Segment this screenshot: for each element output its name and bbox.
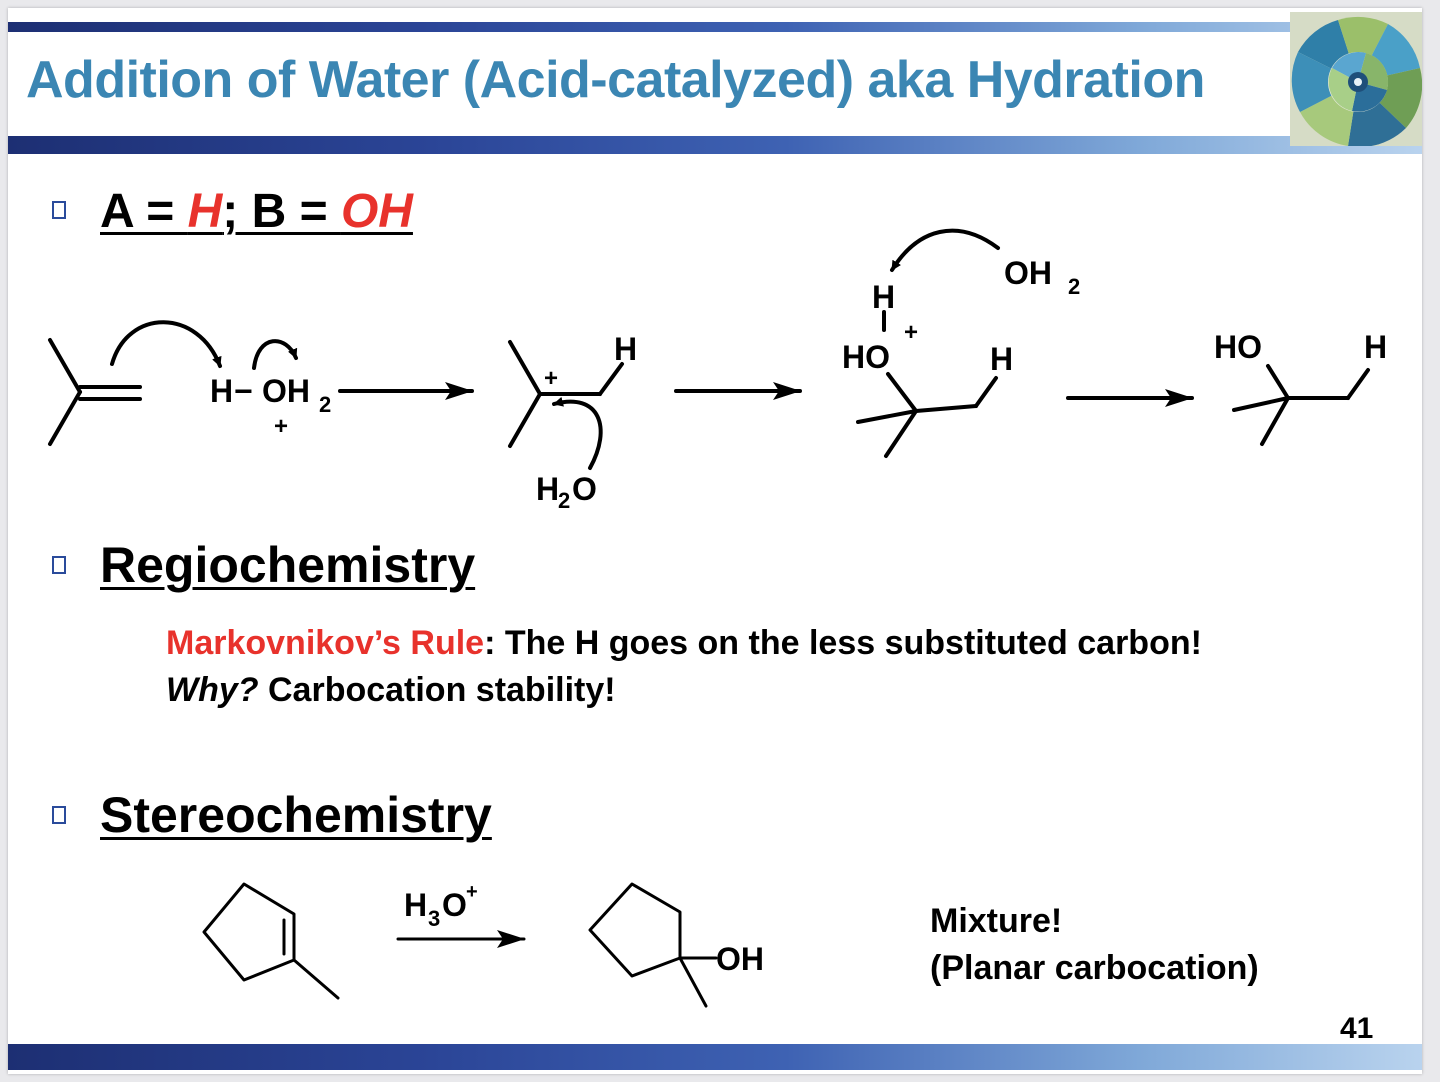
reagent-h: H [210,373,233,409]
why-label: Why? [166,671,259,709]
water-sub2: 2 [558,488,570,513]
product-oh-label: OH [716,941,764,977]
oxonium-plus: + [904,319,918,346]
hydronium-h: H [404,887,427,923]
stereochemistry-scheme [202,882,718,1008]
curved-arrow-oh-bond [252,339,298,370]
bullet-a-b-text: A = H; B = OH [100,185,413,238]
page-number: 41 [1340,1012,1374,1045]
reagent-plus: + [274,413,288,440]
stereochemistry-labels: H 3 O + OH [404,881,764,977]
regiochemistry-heading: Regiochemistry [100,537,476,593]
product-ho: HO [1214,329,1262,365]
bullet-a-b-definition: A = H; B = OH [52,184,413,239]
spiral-shell-logo [1290,12,1422,146]
markovnikov-rule: Markovnikov’s Rule: The H goes on the le… [166,620,1202,714]
oxonium-top-h: H [872,279,895,315]
reagent-dash: − [234,373,253,409]
rule-text: : The H goes on the less substituted car… [484,624,1202,662]
header-band-top [8,22,1422,32]
curved-arrow-pi-to-h [110,320,222,368]
bullet-box-icon [52,201,66,220]
mixture-line-1: Mixture! [930,902,1063,940]
bullet-box-icon [52,805,66,824]
methylcyclopentene-structure [202,882,340,1000]
oxonium-h: H [990,341,1013,377]
why-text: Carbocation stability! [258,671,616,709]
rule-name: Markovnikov’s Rule [166,624,485,662]
solvent-sub2: 2 [1068,274,1080,299]
reagent-oh: OH [262,373,310,409]
methylcyclopentanol-structure [588,882,718,1008]
product-h: H [1364,329,1387,365]
curved-arrow-water-attack [552,396,603,470]
a-value: H [187,185,223,238]
slide-title: Addition of Water (Acid-catalyzed) aka H… [26,51,1205,109]
header-band-bottom [8,136,1422,154]
mixture-note: Mixture! (Planar carbocation) [930,898,1259,992]
oxonium-ho: HO [842,339,890,375]
hydronium-sub: 3 [428,906,440,931]
b-label: ; B = [222,185,341,238]
solvent-oh: OH [1004,255,1052,291]
mechanism-labels: H − OH 2 + + H H 2 O H OH 2 HO + H HO H [210,255,1387,513]
water-h: H [536,471,559,507]
hydronium-o: O [442,887,467,923]
stereochemistry-heading: Stereochemistry [100,787,492,843]
why-line: Why? Carbocation stability! [166,667,1202,714]
isobutylene-structure [48,338,142,446]
rule-line: Markovnikov’s Rule: The H goes on the le… [166,620,1202,667]
bullet-box-icon [52,555,66,574]
carbocation-h: H [614,331,637,367]
product-alcohol-structure [1232,364,1370,446]
oxonium-structure [856,310,998,458]
a-label: A = [100,185,188,238]
water-o: O [572,471,597,507]
mixture-line-2: (Planar carbocation) [930,949,1259,987]
curved-arrow-deprotonation [890,228,1000,272]
reagent-sub2: 2 [319,392,331,417]
carbocation-plus: + [544,365,558,392]
carbocation-structure [508,340,624,448]
slide: Addition of Water (Acid-catalyzed) aka H… [8,8,1422,1074]
reaction-schemes: H − OH 2 + + H H 2 O H OH 2 HO + H HO H [48,228,1387,1008]
hydronium-sup: + [466,881,478,903]
b-value: OH [340,185,413,238]
footer-band [8,1044,1422,1070]
bullet-regiochemistry: Regiochemistry [52,536,475,594]
bullet-stereochemistry: Stereochemistry [52,786,492,844]
mechanism-scheme [48,228,1370,470]
